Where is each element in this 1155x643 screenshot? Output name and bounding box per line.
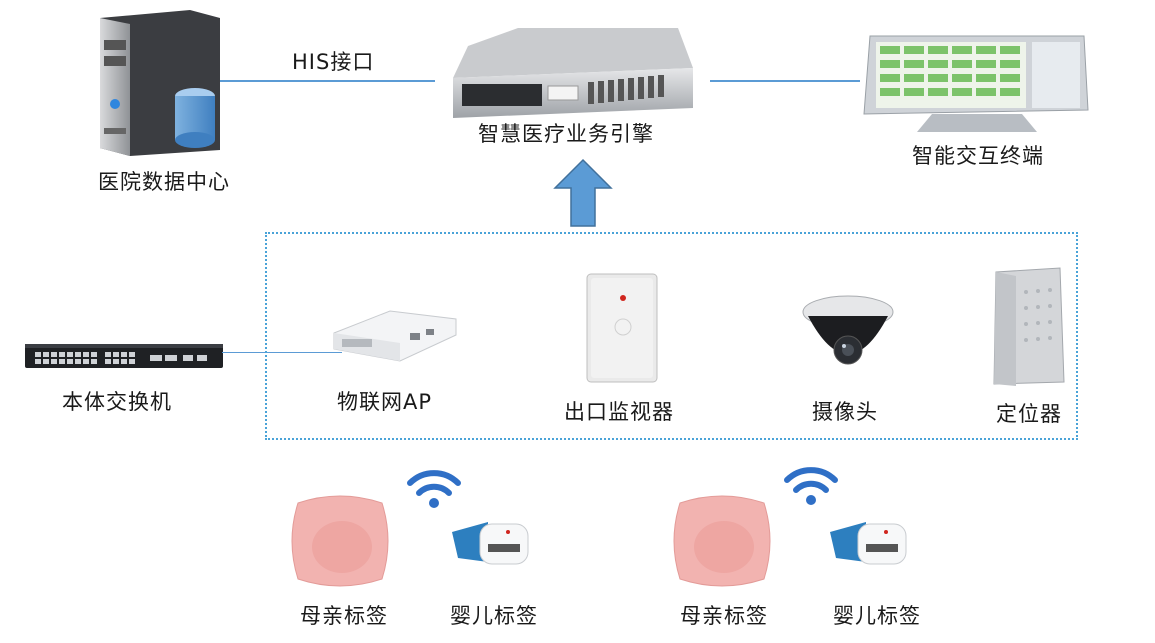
switch-node bbox=[25, 340, 225, 372]
mother-tag-1-node bbox=[290, 493, 390, 589]
baby-tag-icon bbox=[830, 522, 907, 565]
iot-ap-label: 物联网AP bbox=[337, 390, 433, 414]
mother-tag-icon bbox=[291, 495, 389, 587]
baby-tag-icon bbox=[452, 522, 529, 565]
wifi-icon bbox=[407, 470, 461, 508]
hospital-data-center-label: 医院数据中心 bbox=[98, 170, 230, 194]
locator-label: 定位器 bbox=[996, 402, 1062, 426]
his-interface-label: HIS接口 bbox=[292, 50, 375, 74]
up-arrow-icon bbox=[553, 158, 613, 227]
exit-monitor-node bbox=[585, 272, 660, 384]
iot-ap-node bbox=[330, 305, 460, 365]
device-group-box bbox=[265, 232, 1078, 440]
business-engine-node bbox=[448, 28, 698, 118]
connector-switch-ap bbox=[222, 352, 342, 353]
exit-monitor-icon bbox=[586, 273, 658, 383]
locator-beacon-icon bbox=[993, 267, 1065, 386]
interactive-terminal-node bbox=[862, 32, 1092, 137]
mother-tag-2-node bbox=[672, 493, 772, 589]
baby-tag-2-label: 婴儿标签 bbox=[833, 604, 921, 628]
baby-tag-1-node bbox=[448, 518, 533, 568]
network-switch-icon bbox=[25, 344, 223, 368]
wireless-ap-icon bbox=[333, 310, 457, 362]
baby-tag-1-label: 婴儿标签 bbox=[450, 604, 538, 628]
rack-server-icon bbox=[453, 28, 693, 118]
database-server-icon bbox=[100, 10, 220, 156]
dome-camera-icon bbox=[802, 295, 894, 365]
touchscreen-terminal-icon bbox=[863, 35, 1089, 132]
camera-node bbox=[798, 292, 898, 384]
mother-tag-1-label: 母亲标签 bbox=[300, 604, 388, 628]
exit-monitor-label: 出口监视器 bbox=[564, 400, 674, 424]
baby-tag-2-node bbox=[826, 518, 911, 568]
hospital-data-center-node bbox=[90, 8, 240, 158]
mother-tag-icon bbox=[673, 495, 771, 587]
wifi-icon bbox=[784, 467, 838, 505]
locator-node bbox=[990, 267, 1070, 386]
camera-label: 摄像头 bbox=[812, 400, 878, 424]
switch-label: 本体交换机 bbox=[62, 390, 172, 414]
mother-tag-2-label: 母亲标签 bbox=[680, 604, 768, 628]
business-engine-label: 智慧医疗业务引擎 bbox=[478, 122, 654, 146]
interactive-terminal-label: 智能交互终端 bbox=[912, 144, 1044, 168]
connector-his bbox=[220, 80, 435, 82]
connector-terminal bbox=[710, 80, 860, 82]
